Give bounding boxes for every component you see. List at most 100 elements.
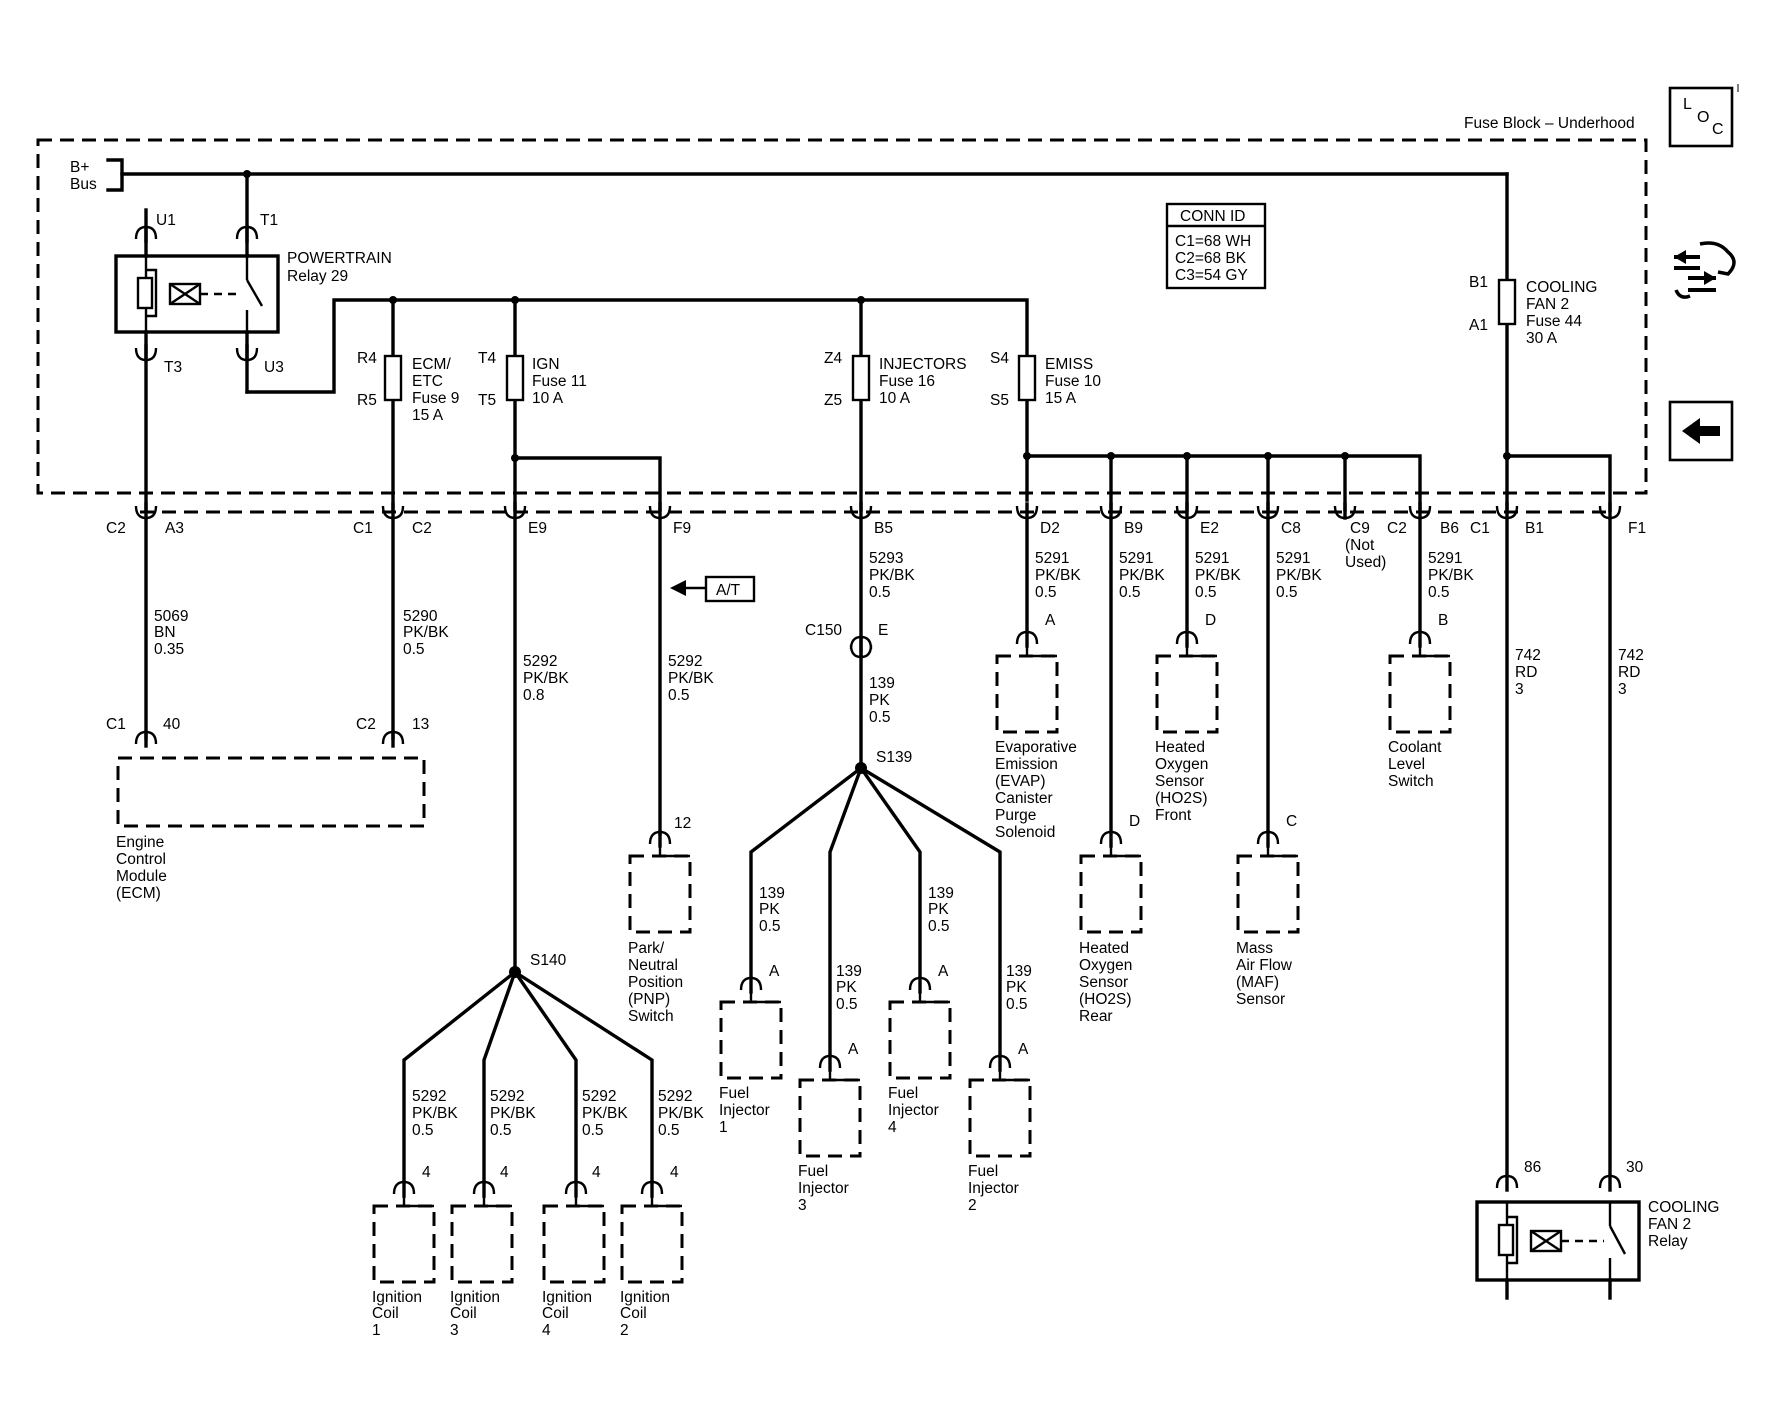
w742a-l1: 742 xyxy=(1515,647,1541,664)
inj2-pin: A xyxy=(1018,1041,1029,1058)
ecm-l1: Engine xyxy=(116,834,164,851)
ecm-box xyxy=(116,756,426,828)
fuse-fan-l1: COOLING xyxy=(1526,279,1597,296)
conn-a3-p: A3 xyxy=(165,520,184,537)
wpnp-l3: 0.5 xyxy=(668,687,690,704)
w5292a-l3: 0.8 xyxy=(523,687,545,704)
coil3-l3: 3 xyxy=(450,1322,459,1339)
coil3-wire-l2: PK/BK xyxy=(490,1105,536,1122)
cooling-fan-relay xyxy=(1475,1174,1641,1300)
fuel-injector-3 xyxy=(798,1054,862,1158)
wd2-l2: PK/BK xyxy=(1035,567,1081,584)
coil4-l3: 4 xyxy=(542,1322,551,1339)
fuse-ign-bot: T5 xyxy=(478,392,496,409)
fan-relay-l1: COOLING xyxy=(1648,1199,1719,1216)
ecm-p2-n: 13 xyxy=(412,716,429,733)
inj1-l3: 1 xyxy=(719,1119,728,1136)
w5292a-l2: PK/BK xyxy=(523,670,569,687)
ho2s-rear-l2: Oxygen xyxy=(1079,957,1132,974)
ho2s-front-l3: Sensor xyxy=(1155,773,1204,790)
wc8-l2: PK/BK xyxy=(1276,567,1322,584)
relay29-sub: Relay 29 xyxy=(287,268,348,285)
inj2-wire-l1: 139 xyxy=(1006,963,1032,980)
ecm-l2: Control xyxy=(116,851,166,868)
ecm-p2-c: C2 xyxy=(356,716,376,733)
coil1-wire-l2: PK/BK xyxy=(412,1105,458,1122)
fuse-inj-bot: Z5 xyxy=(824,392,842,409)
evap-l3: (EVAP) xyxy=(995,773,1046,790)
we2-l2: PK/BK xyxy=(1195,567,1241,584)
fuse-ecm xyxy=(383,298,403,512)
w5293-l1: 5293 xyxy=(869,550,903,567)
conn-e2: E2 xyxy=(1200,520,1219,537)
conn-f1: F1 xyxy=(1628,520,1646,537)
w5293-l2: PK/BK xyxy=(869,567,915,584)
fuse-emiss-l2: Fuse 10 xyxy=(1045,373,1101,390)
conn-e9: E9 xyxy=(528,520,547,537)
fuse-fan-l4: 30 A xyxy=(1526,330,1558,347)
ho2s-rear-l3: Sensor xyxy=(1079,974,1128,991)
c150-p: E xyxy=(878,622,888,639)
inj4-wire-l2: PK xyxy=(928,901,949,918)
fuse-fan-l2: FAN 2 xyxy=(1526,296,1569,313)
coil-4 xyxy=(542,1180,606,1284)
inj3-wire-l3: 0.5 xyxy=(836,996,858,1013)
fan-relay-l3: Relay xyxy=(1648,1233,1688,1250)
conn-f9: F9 xyxy=(673,520,691,537)
splice-s140: S140 xyxy=(530,952,567,969)
back-arrow-icon[interactable] xyxy=(1668,400,1734,462)
at-label: A/T xyxy=(716,582,741,599)
maf-sensor xyxy=(1236,830,1300,934)
fuse-ecm-l4: 15 A xyxy=(412,407,444,424)
conn-a3-c: C2 xyxy=(106,520,126,537)
ecm-l3: Module xyxy=(116,868,167,885)
connector-view-icon[interactable] xyxy=(1674,241,1736,299)
fuse-emiss-l3: 15 A xyxy=(1045,390,1077,407)
inj4-wire-l1: 139 xyxy=(928,885,954,902)
ecm-p1-c: C1 xyxy=(106,716,126,733)
ho2s-rear xyxy=(1079,830,1143,934)
fan-relay-p30: 30 xyxy=(1626,1159,1644,1176)
ho2s-front-pin: D xyxy=(1205,612,1216,629)
coil-3 xyxy=(450,1180,514,1284)
coolant-l2: Level xyxy=(1388,756,1425,773)
fuse-inj-top: Z4 xyxy=(824,350,842,367)
coil3-pin: 4 xyxy=(500,1164,509,1181)
splice-s139: S139 xyxy=(876,749,912,766)
inj4-l2: Injector xyxy=(888,1102,939,1119)
at-indicator xyxy=(670,575,756,603)
bus-label-2: Bus xyxy=(70,176,97,193)
ho2s-rear-l4: (HO2S) xyxy=(1079,991,1132,1008)
coil2-wire-l2: PK/BK xyxy=(658,1105,704,1122)
inj2-l3: 2 xyxy=(968,1197,977,1214)
conn-id-l3: C3=54 GY xyxy=(1175,267,1248,284)
pnp-l5: Switch xyxy=(628,1008,674,1025)
relay29-pin-u1: U1 xyxy=(156,212,176,229)
conn-b6-c: C2 xyxy=(1387,520,1407,537)
evap-l5: Purge xyxy=(995,807,1036,824)
loc-icon-o: O xyxy=(1697,109,1709,126)
maf-l1: Mass xyxy=(1236,940,1273,957)
conn-id-box xyxy=(1165,202,1267,290)
inj3-l1: Fuel xyxy=(798,1163,828,1180)
fuse-ign-l2: Fuse 11 xyxy=(532,373,587,390)
coil2-wire-l1: 5292 xyxy=(658,1088,692,1105)
evap-pin: A xyxy=(1045,612,1056,629)
fuse-emiss-top: S4 xyxy=(990,350,1009,367)
w5290-l2: PK/BK xyxy=(403,624,449,641)
coil2-l2: Coil xyxy=(620,1305,647,1322)
coil2-l1: Ignition xyxy=(620,1289,670,1306)
coil-wire-labels: 5292 PK/BK 0.5 5292 PK/BK 0.5 5292 PK/BK… xyxy=(412,1088,704,1139)
we2-l3: 0.5 xyxy=(1195,584,1217,601)
w5290-l1: 5290 xyxy=(403,608,438,625)
coil3-wire-l1: 5292 xyxy=(490,1088,524,1105)
conn-b1-p: B1 xyxy=(1525,520,1544,537)
loc-icon[interactable]: L O C xyxy=(1668,86,1734,148)
conn-c9-l3: Used) xyxy=(1345,554,1386,571)
bus-bracket xyxy=(106,158,124,192)
fuse-fan-l3: Fuse 44 xyxy=(1526,313,1582,330)
wb6-l2: PK/BK xyxy=(1428,567,1474,584)
fuse-block-outline xyxy=(36,138,1648,495)
maf-pin: C xyxy=(1286,813,1297,830)
